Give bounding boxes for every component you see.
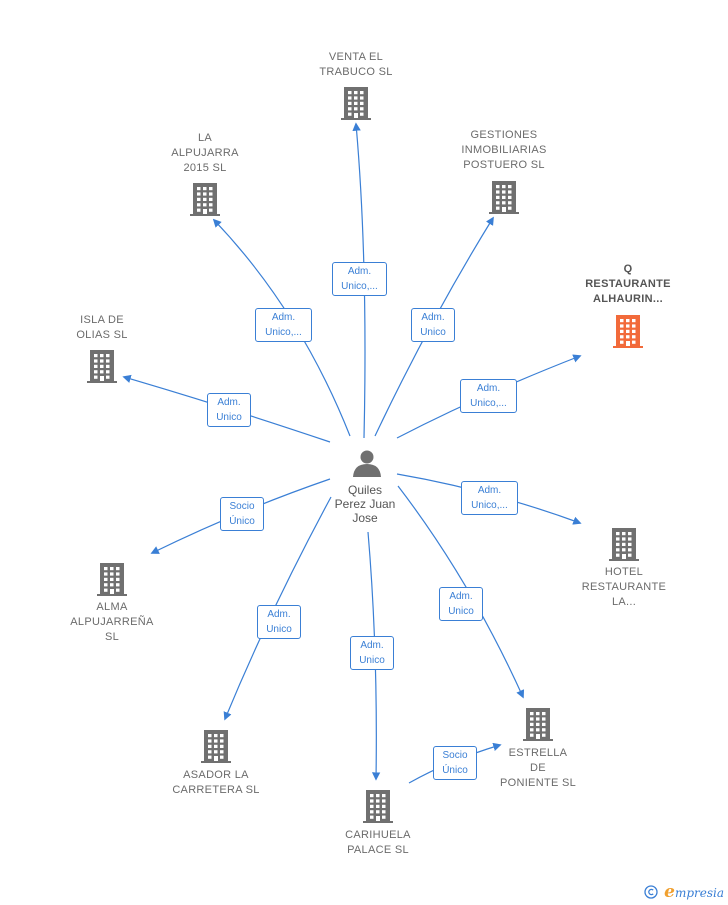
company-label-line: ALHAURIN... <box>593 293 663 305</box>
company-label-line: PONIENTE SL <box>499 777 577 789</box>
company-label-line: INMOBILIARIAS <box>461 144 547 156</box>
edge-label-line: Adm. <box>476 383 501 394</box>
company-label-estrella[interactable]: ESTRELLA DE PONIENTE SL <box>478 746 598 791</box>
building-icon-carihuela[interactable] <box>363 790 393 823</box>
edge-label-hotel[interactable]: Adm. Unico,... <box>461 481 518 515</box>
brand-initial: e <box>664 882 675 902</box>
edge-label-asador[interactable]: Adm. Unico <box>257 605 301 639</box>
company-label-line: GESTIONES <box>470 129 538 141</box>
company-label-venta[interactable]: VENTA EL TRABUCO SL <box>296 50 416 80</box>
edge-label-line: Unico,... <box>265 327 302 338</box>
edge-label-line: Unico <box>448 606 474 617</box>
company-label-carihuela[interactable]: CARIHUELA PALACE SL <box>318 828 438 858</box>
edge-label-carihuela[interactable]: Adm. Unico <box>350 636 394 670</box>
company-label-line: CARIHUELA <box>345 829 411 841</box>
company-label-line: CARRETERA SL <box>172 784 260 796</box>
edge-label-line: Adm. <box>267 609 291 620</box>
edge-label-line: Adm. <box>271 312 296 323</box>
edge-label-line: Adm. <box>347 266 372 277</box>
edge-label-line: Unico <box>266 624 292 635</box>
company-label-line: PALACE SL <box>347 844 409 856</box>
company-label-line: HOTEL <box>604 566 644 578</box>
center-name-line-1: Quiles <box>347 483 382 497</box>
edge-label-venta[interactable]: Adm. Unico,... <box>332 262 387 296</box>
company-label-line: VENTA EL <box>328 51 384 63</box>
edge-label-line: Unico,... <box>470 398 507 409</box>
edge-label-qrest[interactable]: Adm. Unico,... <box>460 379 517 413</box>
company-label-line: POSTUERO SL <box>463 159 545 171</box>
edge-label-line: Único <box>442 765 468 776</box>
copyright-icon <box>644 885 658 899</box>
company-label-line: OLIAS SL <box>76 329 128 341</box>
company-label-line: TRABUCO SL <box>319 66 393 78</box>
building-icon-alpujarra2015[interactable] <box>190 183 220 216</box>
company-label-asador[interactable]: ASADOR LA CARRETERA SL <box>156 768 276 798</box>
edge-label-line: Adm. <box>217 397 241 408</box>
person-icon[interactable] <box>353 450 381 478</box>
company-label-line: ASADOR LA <box>183 769 249 781</box>
company-label-alma[interactable]: ALMA ALPUJARREÑA SL <box>52 600 172 645</box>
company-label-line: LA... <box>611 596 637 608</box>
company-label-isla[interactable]: ISLA DE OLIAS SL <box>42 313 162 343</box>
edge-label-line: Adm. <box>421 312 445 323</box>
building-icon-estrella[interactable] <box>523 708 553 741</box>
edge-center-estrella <box>397 485 525 699</box>
edge-label-gestiones[interactable]: Adm. Unico <box>411 308 455 342</box>
edge-label-line: Unico <box>420 327 446 338</box>
company-label-line: RESTAURANTE <box>585 278 671 290</box>
company-label-line: 2015 SL <box>183 162 227 174</box>
edge-label-line: Socio <box>229 501 255 512</box>
edge-label-line: Adm. <box>477 485 502 496</box>
edge-label-line: Unico <box>216 412 242 423</box>
building-icon-qrest[interactable] <box>613 315 643 348</box>
edge-label-line: Unico <box>359 655 385 666</box>
brand-logo[interactable]: empresia <box>664 882 724 902</box>
company-label-line: Q <box>623 263 633 275</box>
edge-label-line: Adm. <box>360 640 384 651</box>
company-label-line: ESTRELLA <box>508 747 568 759</box>
company-label-line: SL <box>104 631 120 643</box>
company-label-hotel[interactable]: HOTEL RESTAURANTE LA... <box>564 565 684 610</box>
company-label-alpujarra2015[interactable]: LA ALPUJARRA 2015 SL <box>145 131 265 176</box>
company-label-line: ALMA <box>96 601 128 613</box>
building-icon-asador[interactable] <box>201 730 231 763</box>
edge-label-line: Unico,... <box>341 281 378 292</box>
edge-label-line: Unico,... <box>471 500 508 511</box>
building-icon-hotel[interactable] <box>609 528 639 561</box>
company-label-line: RESTAURANTE <box>581 581 667 593</box>
company-label-line: DE <box>530 762 546 774</box>
edge-label-line: Adm. <box>449 591 473 602</box>
edge-label-line: Único <box>229 516 255 527</box>
building-icon-alma[interactable] <box>97 563 127 596</box>
edge-label-line: Socio <box>442 750 468 761</box>
footer-brand[interactable]: empresia <box>644 881 724 903</box>
company-label-line: ISLA DE <box>80 314 124 326</box>
edge-label-isla[interactable]: Adm. Unico <box>207 393 251 427</box>
company-label-line: ALPUJARRA <box>171 147 239 159</box>
edge-label-estrella[interactable]: Adm. Unico <box>439 587 483 621</box>
building-icon-isla[interactable] <box>87 350 117 383</box>
center-person-label[interactable]: Quiles Perez Juan Jose <box>307 483 423 525</box>
center-name-line-2: Perez Juan <box>334 497 396 511</box>
company-label-line: LA <box>197 132 213 144</box>
company-label-gestiones[interactable]: GESTIONES INMOBILIARIAS POSTUERO SL <box>444 128 564 173</box>
company-label-qrest[interactable]: Q RESTAURANTE ALHAURIN... <box>568 262 688 307</box>
building-icon-gestiones[interactable] <box>489 181 519 214</box>
building-icon-venta[interactable] <box>341 87 371 120</box>
brand-rest: mpresia <box>674 886 724 900</box>
center-name-line-3: Jose <box>352 511 378 525</box>
edge-label-alpujarra2015[interactable]: Adm. Unico,... <box>255 308 312 342</box>
company-label-line: ALPUJARREÑA <box>70 616 154 628</box>
